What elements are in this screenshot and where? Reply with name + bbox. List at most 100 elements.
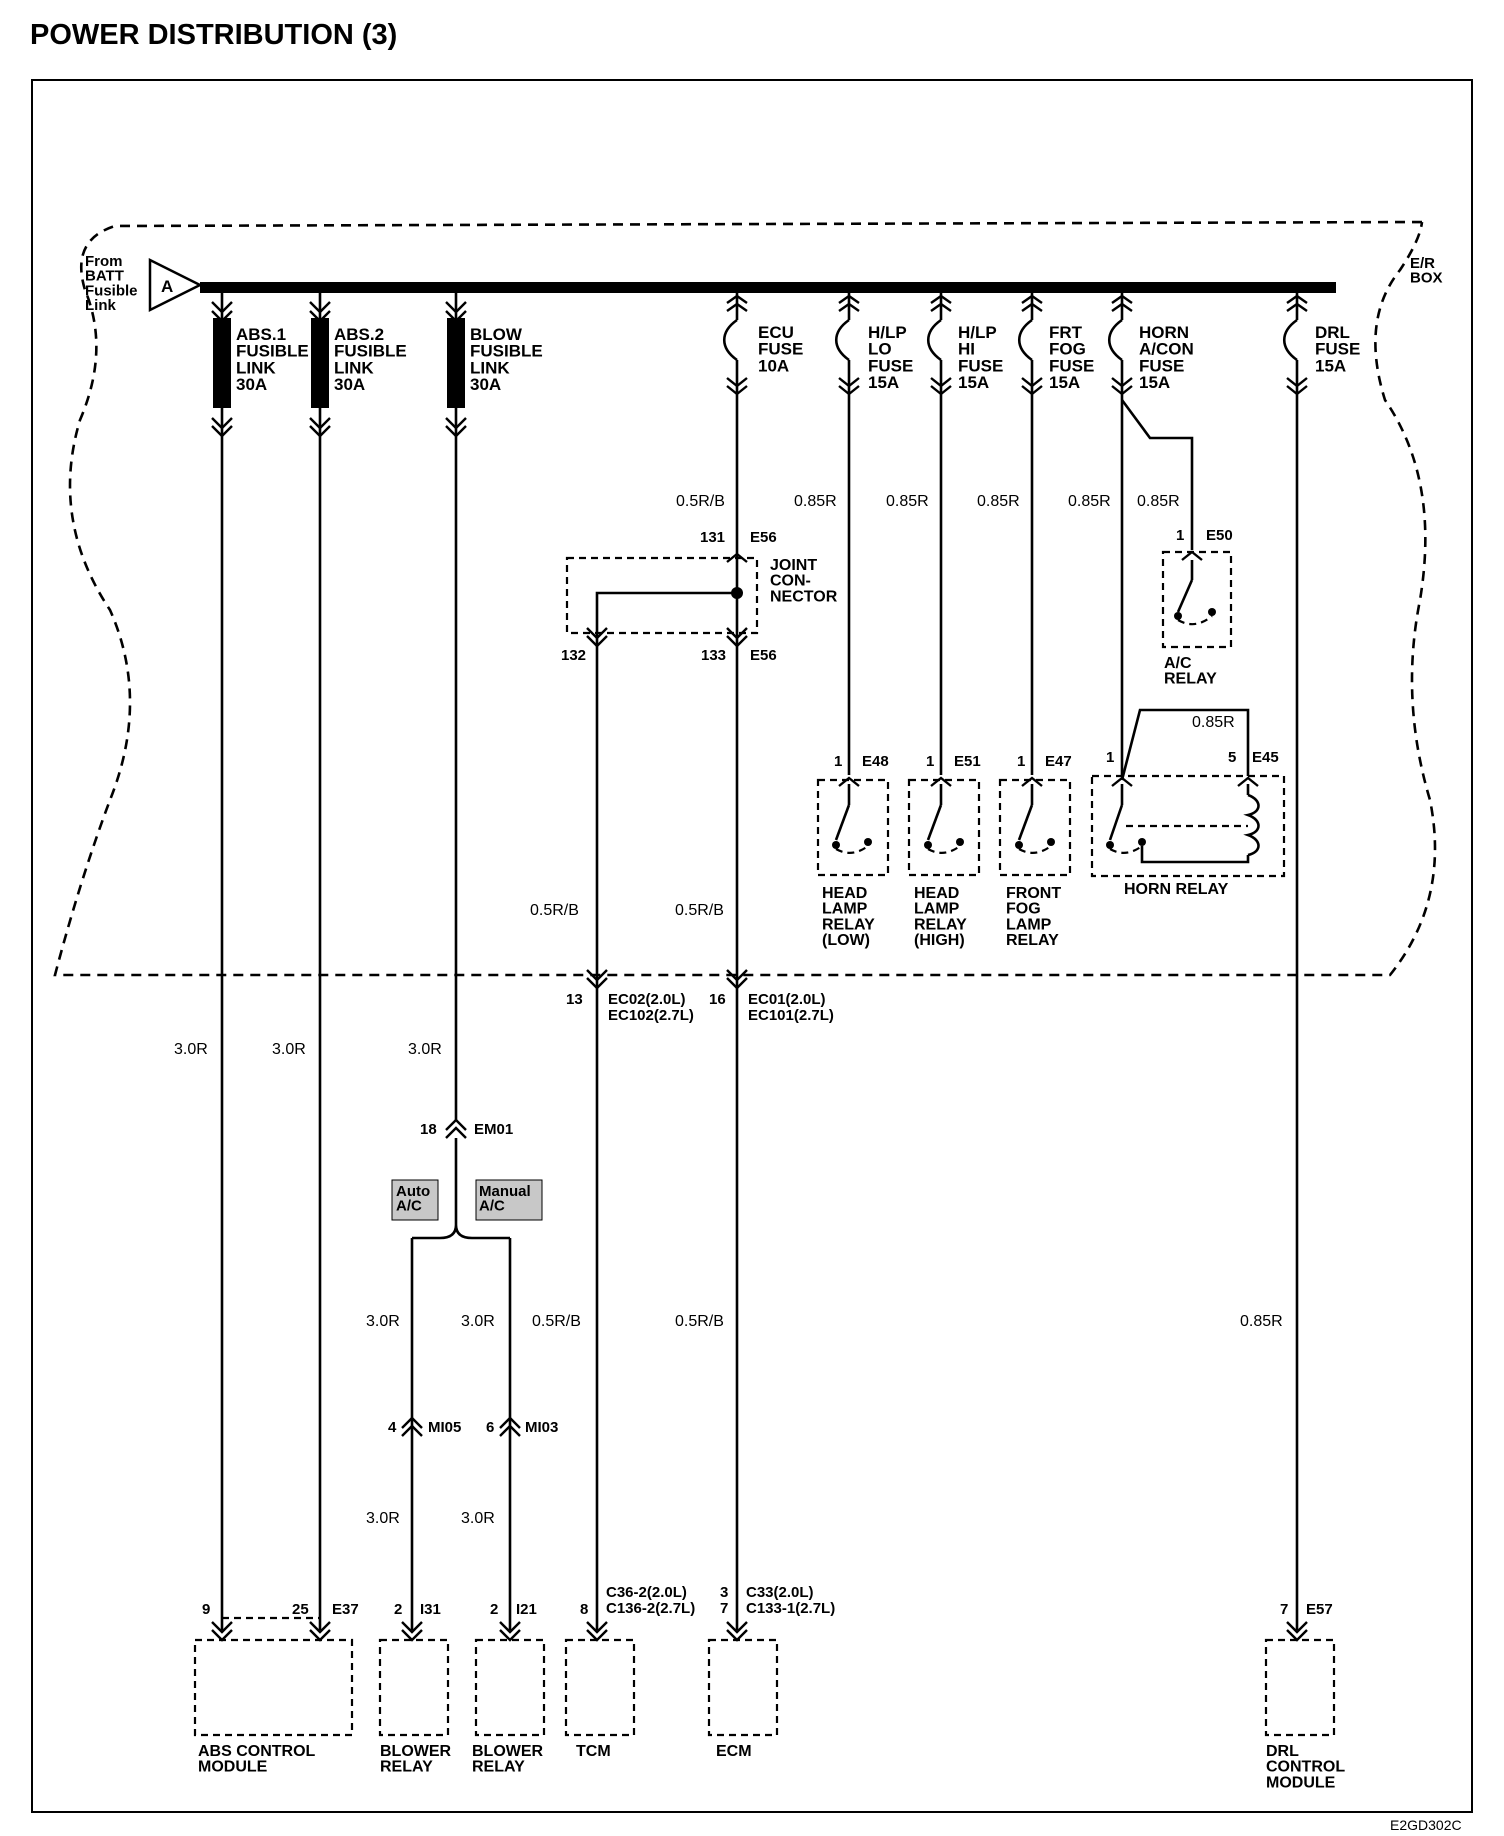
main-bus-bar	[200, 282, 1336, 293]
mi03-conn: MI03	[525, 1419, 558, 1436]
ecm-pin-3: 3	[720, 1584, 728, 1601]
horn-conn: E45	[1252, 749, 1279, 766]
footer-code: E2GD302C	[1390, 1817, 1462, 1833]
tcm-conn-2: C136-2(2.7L)	[606, 1600, 695, 1617]
drl-conn: E57	[1306, 1601, 1333, 1618]
wire-label-auto-top: 3.0R	[366, 1313, 400, 1330]
abs-pin-9: 9	[202, 1601, 210, 1618]
abs-control-module-box	[193, 1638, 354, 1737]
front-fog-lamp-relay	[998, 776, 1072, 877]
outer-frame	[31, 79, 1473, 1813]
ec101-label: EC101(2.7L)	[748, 1007, 834, 1024]
tcm-pin: 8	[580, 1601, 588, 1618]
ec-connectors	[586, 969, 748, 990]
wire-label-manual-top: 3.0R	[461, 1313, 495, 1330]
front-fog-conn: E47	[1045, 753, 1072, 770]
head-high-pin: 1	[926, 753, 934, 770]
horn-pin5: 5	[1228, 749, 1236, 766]
horn-wire-label: 0.85R	[1192, 714, 1235, 731]
joint-connector	[565, 552, 759, 1630]
blower1-conn: I31	[420, 1601, 441, 1618]
ecm-conn-2: C133-1(2.7L)	[746, 1600, 835, 1617]
ecu-fuse	[722, 293, 739, 560]
ecm-box	[707, 1638, 779, 1737]
blow-fusible-link	[447, 293, 465, 1120]
jc-pin-131: 131	[700, 529, 725, 546]
mi05-conn: MI05	[428, 1419, 461, 1436]
mi03-pin: 6	[486, 1419, 494, 1436]
ecm-pin-7: 7	[720, 1600, 728, 1617]
blower1-pin: 2	[394, 1601, 402, 1618]
wire-label-drl: 0.85R	[1240, 1313, 1283, 1330]
head-lamp-relay-high	[907, 776, 981, 877]
horn-relay-label: HORN RELAY	[1124, 881, 1229, 898]
em01-connector	[445, 1118, 467, 1139]
er-box-boundary	[53, 220, 1437, 977]
abs2-fusible-link	[311, 293, 329, 1630]
blower-relay-2-box	[474, 1638, 546, 1737]
jc-pin-132: 132	[561, 647, 586, 664]
tcm-label: TCM	[576, 1743, 611, 1760]
wire-label-jc-left: 0.5R/B	[530, 902, 579, 919]
wire-label-auto-bottom: 3.0R	[366, 1510, 400, 1527]
head-low-conn: E48	[862, 753, 889, 770]
wire-label-ac: 0.85R	[1137, 493, 1180, 510]
ec102-label: EC102(2.7L)	[608, 1007, 694, 1024]
wire-label-frt-fog: 0.85R	[977, 493, 1020, 510]
source-triangle	[148, 257, 203, 313]
drl-pin: 7	[1280, 1601, 1288, 1618]
wire-label-jc-right: 0.5R/B	[675, 902, 724, 919]
blower2-pin: 2	[490, 1601, 498, 1618]
ec-pin-13: 13	[566, 991, 583, 1008]
wire-label-ecu: 0.5R/B	[676, 493, 725, 510]
ecm-label: ECM	[716, 1743, 752, 1760]
head-low-pin: 1	[834, 753, 842, 770]
ac-relay-pin: 1	[1176, 527, 1184, 544]
page-title: POWER DISTRIBUTION (3)	[30, 19, 397, 51]
mi05-pin: 4	[388, 1419, 397, 1436]
wire-label-tcm: 0.5R/B	[532, 1313, 581, 1330]
em01-conn: EM01	[474, 1121, 513, 1138]
tcm-conn-1: C36-2(2.0L)	[606, 1584, 687, 1601]
horn-acon-fuse	[1107, 293, 1194, 775]
abs1-fusible-link	[213, 293, 231, 1630]
tcm-box	[564, 1638, 636, 1737]
jc-conn-e56-top: E56	[750, 529, 777, 546]
head-high-conn: E51	[954, 753, 981, 770]
ac-relay	[1161, 550, 1233, 649]
ec-pin-16: 16	[709, 991, 726, 1008]
abs-conn-e37: E37	[332, 1601, 359, 1618]
blower2-conn: I21	[516, 1601, 537, 1618]
hlp-hi-fuse	[926, 293, 943, 775]
blower-relay-1-box	[378, 1638, 450, 1737]
front-fog-pin: 1	[1017, 753, 1025, 770]
bus-connector-chevrons	[211, 294, 1308, 438]
source-marker: A	[161, 277, 173, 296]
hlp-lo-fuse	[834, 293, 851, 775]
mi-connectors	[401, 1416, 521, 1437]
wire-label-abs1: 3.0R	[174, 1041, 208, 1058]
jc-conn-e56-bottom: E56	[750, 647, 777, 664]
horn-pin1: 1	[1106, 749, 1114, 766]
horn-relay	[1090, 708, 1286, 878]
wire-label-hlp-hi: 0.85R	[886, 493, 929, 510]
